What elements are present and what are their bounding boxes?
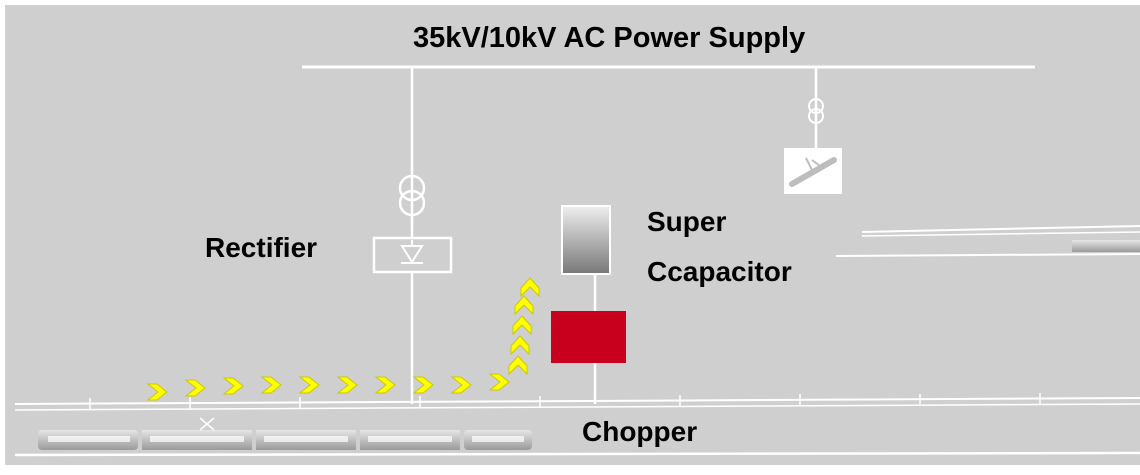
overhead-catenary xyxy=(14,393,1140,411)
upper-right-track xyxy=(835,253,1140,257)
diagram-title: 35kV/10kV AC Power Supply xyxy=(413,22,806,54)
pantograph-device-icon xyxy=(784,148,842,194)
upper-right-catenary xyxy=(861,225,1140,233)
rectifier-label: Rectifier xyxy=(205,232,318,263)
chopper-label: Chopper xyxy=(582,416,698,447)
transformer-icon xyxy=(398,174,426,217)
supercapacitor-label-line1: Super xyxy=(647,206,727,237)
diode-icon xyxy=(372,236,453,274)
upper-right-train xyxy=(1072,240,1140,252)
small-transformer-icon xyxy=(808,98,824,124)
train-icon xyxy=(38,417,532,450)
supercapacitor-icon xyxy=(561,205,611,275)
chopper-block xyxy=(551,311,626,363)
upper-right-ground xyxy=(861,231,1140,237)
rail-line xyxy=(14,451,1140,457)
supercapacitor-label-line2: Ccapacitor xyxy=(647,256,792,287)
